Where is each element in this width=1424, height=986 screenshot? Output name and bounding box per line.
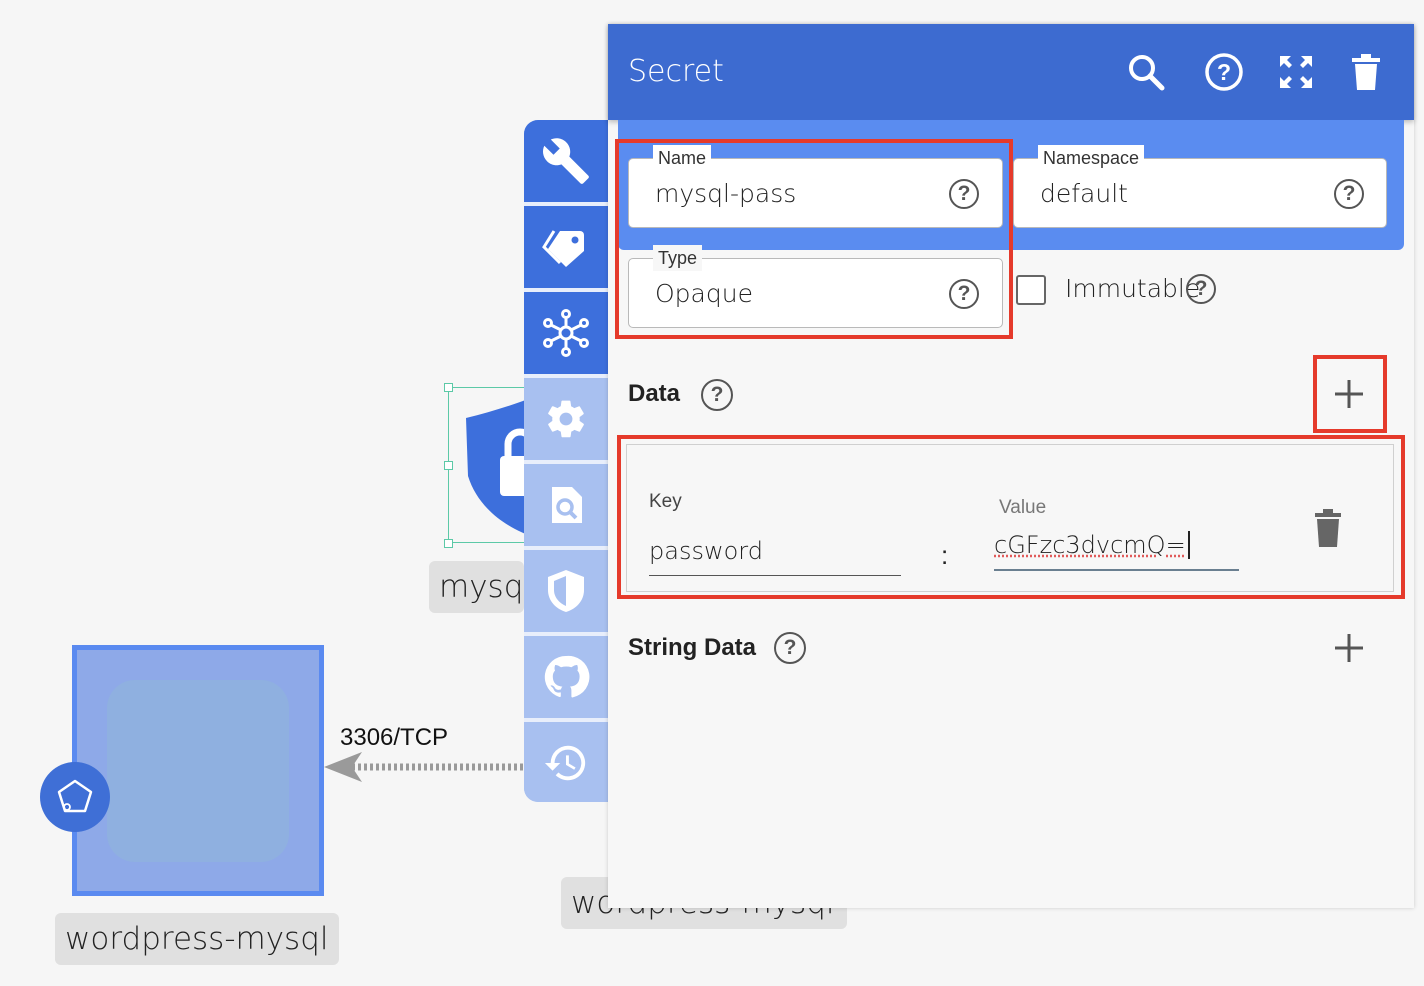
wrench-icon [542, 138, 589, 184]
deployment-label: wordpress-mysql [55, 913, 339, 965]
tool-rail [524, 120, 608, 802]
key-underline [649, 575, 901, 576]
selection-handle[interactable] [444, 383, 453, 392]
type-field-label: Type [653, 245, 703, 271]
value-input[interactable]: cGFzc3dvcmQ= [994, 531, 1190, 559]
value-underline [994, 569, 1239, 571]
data-entry-card: Key password : Value cGFzc3dvcmQ= [626, 444, 1394, 592]
help-icon: ? [1205, 53, 1243, 91]
trash-icon [1315, 509, 1341, 547]
tags-icon [542, 230, 584, 267]
properties-panel: Secret ? [608, 24, 1414, 908]
key-input[interactable]: password [649, 537, 763, 565]
rail-item-network[interactable] [524, 292, 608, 374]
selection-handle[interactable] [444, 539, 453, 548]
add-data-button[interactable] [1330, 375, 1368, 413]
fullscreen-icon [1280, 56, 1312, 88]
edge-label: 3306/TCP [340, 724, 449, 751]
history-icon [544, 745, 586, 781]
name-help-icon[interactable]: ? [949, 179, 979, 209]
namespace-field-label: Namespace [1038, 145, 1145, 171]
plus-icon [1335, 634, 1363, 662]
add-string-data-button[interactable] [1330, 629, 1368, 667]
immutable-help-icon[interactable]: ? [1186, 274, 1216, 304]
pentagon-icon [57, 779, 93, 813]
name-field-label: Name [653, 145, 712, 171]
secret-node-label: mysql [429, 561, 524, 613]
rail-item-security[interactable] [524, 550, 608, 632]
namespace-badge[interactable] [40, 762, 110, 832]
search-button[interactable] [1124, 50, 1168, 94]
gear-icon [548, 400, 584, 438]
rail-item-labels[interactable] [524, 206, 608, 288]
key-value-separator: : [941, 540, 949, 570]
key-label: Key [649, 491, 682, 512]
search-icon [1129, 55, 1165, 91]
network-icon [543, 309, 589, 357]
namespace-field-value[interactable]: default [1040, 179, 1128, 208]
namespace-field[interactable]: Namespace default ? [1013, 145, 1387, 228]
rail-item-history[interactable] [524, 722, 608, 802]
selection-handle[interactable] [444, 461, 453, 470]
deployment-node-inner [107, 680, 289, 862]
data-help-icon[interactable]: ? [701, 379, 733, 411]
delete-button[interactable] [1344, 50, 1388, 94]
type-field-value[interactable]: Opaque [655, 279, 753, 308]
panel-header: Secret ? [608, 24, 1414, 120]
rail-item-github[interactable] [524, 636, 608, 718]
shield-icon [548, 570, 584, 612]
type-field[interactable]: Type Opaque ? [628, 245, 1003, 328]
deployment-node[interactable] [72, 645, 324, 896]
string-data-section-title: String Data [628, 634, 757, 661]
edge-arrow[interactable] [322, 746, 526, 790]
document-search-icon [552, 487, 582, 523]
string-data-help-icon[interactable]: ? [774, 632, 806, 664]
rail-item-settings[interactable] [524, 378, 608, 460]
rail-item-inspect[interactable] [524, 464, 608, 546]
immutable-checkbox[interactable] [1016, 275, 1046, 305]
panel-title: Secret [628, 54, 724, 89]
github-icon [544, 655, 590, 698]
type-help-icon[interactable]: ? [949, 279, 979, 309]
svg-text:?: ? [1217, 59, 1231, 85]
help-button[interactable]: ? [1202, 50, 1246, 94]
rail-item-general[interactable] [524, 120, 608, 202]
namespace-help-icon[interactable]: ? [1334, 179, 1364, 209]
name-field[interactable]: Name mysql-pass ? [628, 145, 1003, 228]
value-label: Value [999, 497, 1047, 518]
delete-entry-button[interactable] [1313, 509, 1343, 552]
trash-icon [1352, 54, 1380, 90]
fullscreen-button[interactable] [1274, 50, 1318, 94]
plus-icon [1335, 380, 1363, 408]
immutable-label: Immutable [1065, 274, 1201, 303]
data-section-title: Data [628, 380, 681, 407]
name-field-value[interactable]: mysql-pass [655, 179, 797, 208]
